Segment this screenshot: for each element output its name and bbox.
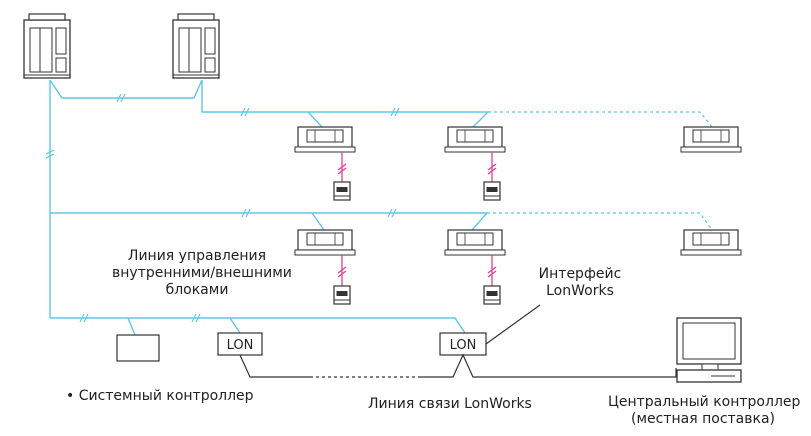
central-controller-label: Центральный контроллер (местная поставка…: [608, 394, 801, 427]
remote-controller-4: [483, 285, 501, 305]
break-markers: [45, 93, 400, 323]
remote-controller-3: [333, 285, 351, 305]
control-line-label: Линия управления внутренними/внешними бл…: [112, 248, 292, 298]
indoor-unit-5: [444, 229, 506, 256]
outdoor-unit-2: [172, 13, 220, 79]
indoor-unit-3: [680, 126, 742, 153]
remote-links: [337, 152, 497, 286]
lonworks-interface-label: Интерфейс LonWorks: [538, 266, 622, 299]
central-controller-pc: [676, 317, 742, 383]
dashed-lines: [487, 111, 713, 231]
indoor-unit-6: [680, 229, 742, 256]
lonworks-line-label: Линия связи LonWorks: [368, 396, 532, 412]
system-controller-box: [116, 334, 160, 362]
lon-box-1-label: LON: [227, 338, 254, 353]
outdoor-unit-1: [23, 13, 71, 79]
indoor-unit-4: [294, 229, 356, 256]
system-controller-label: • Системный контроллер: [66, 388, 254, 404]
lon-box-2-label: LON: [450, 338, 477, 353]
remote-controller-1: [333, 181, 351, 201]
lonworks-line: [239, 304, 677, 378]
indoor-unit-2: [444, 126, 506, 153]
indoor-unit-1: [294, 126, 356, 153]
remote-controller-2: [483, 181, 501, 201]
